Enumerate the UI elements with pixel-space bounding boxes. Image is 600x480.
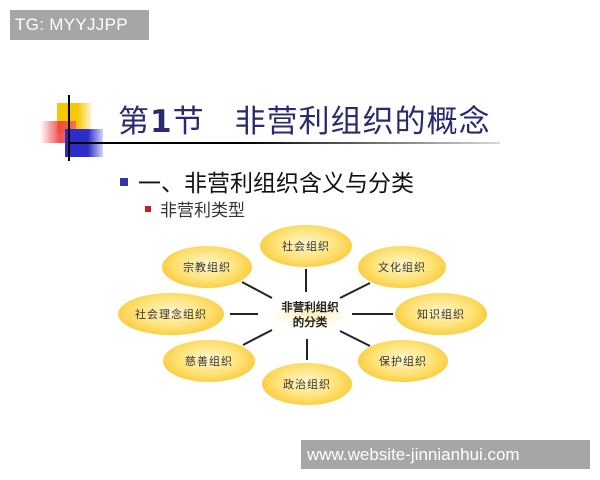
center-line2: 的分类 [292, 315, 328, 329]
diagram-node-culture: 文化组织 [358, 246, 446, 288]
square-bullet-icon [145, 206, 151, 212]
diagram-node-knowledge: 知识组织 [395, 293, 487, 335]
vertical-rule [68, 95, 70, 161]
node-label: 保护组织 [379, 355, 427, 368]
node-label: 宗教组织 [183, 261, 231, 274]
diagram-node-charity: 慈善组织 [163, 340, 255, 382]
diagram-node-social: 社会组织 [260, 225, 352, 267]
node-label: 知识组织 [417, 308, 465, 321]
diagram-node-religious: 宗教组织 [162, 246, 252, 288]
node-label: 社会理念组织 [135, 308, 207, 321]
title-underline [70, 142, 500, 144]
bullet-level2: 非营利类型 [145, 196, 245, 221]
node-label: 社会组织 [282, 240, 330, 253]
diagram-node-protection: 保护组织 [358, 340, 448, 382]
node-label: 慈善组织 [185, 355, 233, 368]
watermark-bottom: www.website-jinnianhui.com [301, 440, 590, 469]
bullet-level1-text: 一、非营利组织含义与分类 [138, 171, 414, 197]
diagram-center-label: 非营利组织 的分类 [270, 300, 350, 330]
title-text: 非营利组织的概念 [234, 104, 491, 140]
slide-title: 第1节非营利组织的概念 [118, 96, 491, 141]
node-label: 政治组织 [283, 378, 331, 391]
diagram-node-social-idea: 社会理念组织 [118, 293, 224, 335]
diagram-node-political: 政治组织 [262, 363, 352, 405]
bullet-level1: 一、非营利组织含义与分类 [120, 164, 414, 198]
watermark-top: TG: MYYJJPP [10, 10, 149, 40]
center-line1: 非营利组织 [281, 300, 339, 314]
square-bullet-icon [120, 177, 128, 186]
node-label: 文化组织 [378, 261, 426, 274]
title-number: 1 [150, 104, 173, 140]
bullet-level2-text: 非营利类型 [160, 201, 245, 221]
title-prefix: 第 [118, 104, 150, 140]
title-section: 节 [172, 104, 205, 140]
